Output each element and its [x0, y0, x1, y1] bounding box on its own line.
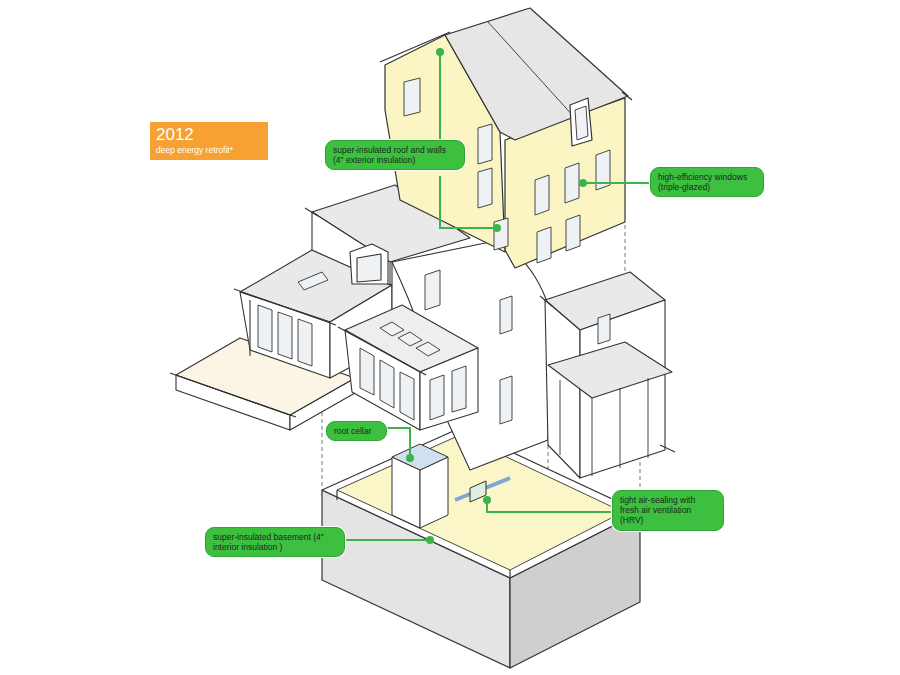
tower-part	[570, 98, 592, 146]
left-wing-part	[234, 289, 336, 325]
upper-wing-part	[350, 244, 388, 284]
porch-part-part	[648, 378, 649, 458]
sunroom-part-part	[400, 372, 414, 420]
node-text: super-insulated roof and walls (4" exter…	[333, 145, 457, 165]
sunroom-part-part	[398, 332, 422, 346]
node-subtext: deep energy retrofit*	[156, 145, 261, 156]
tower-part-part	[478, 124, 492, 164]
tower-part-part	[575, 106, 588, 140]
node-text: super-insulated basement (4" interior in…	[213, 532, 337, 552]
tower-part-part	[478, 168, 492, 208]
leader-lines-part	[583, 182, 650, 184]
left-wing-part	[249, 300, 250, 356]
tower-part	[622, 92, 632, 100]
porch-part-part	[620, 388, 621, 468]
tower-part-part	[535, 175, 549, 215]
node-text: tight air-sealing with fresh air ventila…	[620, 495, 716, 526]
leader-lines-part	[345, 539, 430, 541]
leader-dots	[406, 48, 587, 544]
left-wing-part-part	[278, 312, 292, 359]
sunroom-part-part	[452, 366, 466, 412]
upper-wing-part	[305, 208, 318, 216]
leader-dots-part	[436, 48, 444, 56]
leader-lines-part	[440, 176, 497, 228]
tower-part	[404, 78, 610, 263]
left-wing-part-part	[298, 272, 328, 290]
leader-dots-part	[493, 224, 501, 232]
tower-part-part	[565, 163, 579, 203]
basement-part	[509, 570, 510, 578]
porch-part	[598, 314, 610, 344]
patio-slab-part	[170, 373, 296, 417]
porch-part	[660, 445, 675, 452]
main-house-part-part	[500, 376, 512, 424]
main-house-part-part	[500, 296, 512, 334]
upper-wing-part	[312, 212, 390, 285]
tower-part-part	[494, 218, 508, 250]
callout-box: root cellar	[326, 421, 387, 441]
porch	[540, 272, 675, 478]
leader-lines-part	[487, 500, 612, 512]
sunroom	[338, 305, 478, 430]
sunroom-part	[360, 322, 466, 420]
sunroom-part	[420, 348, 478, 430]
sunroom-part-part	[380, 322, 404, 336]
callout-box: high-efficiency windows (triple-glazed)	[650, 167, 764, 197]
sunroom-part-part	[416, 342, 440, 356]
tower-part-part	[566, 215, 580, 251]
leader-dots-part	[483, 496, 491, 504]
sunroom-part-part	[430, 375, 444, 420]
leader-dots-part	[406, 454, 414, 462]
tower-part	[488, 22, 575, 118]
tower-part-part	[404, 78, 420, 116]
main-house-part-part	[425, 270, 440, 310]
porch-part	[540, 296, 552, 306]
tower-part	[445, 8, 628, 140]
year-box: 2012deep energy retrofit*	[150, 122, 268, 160]
leader-lines-part	[387, 428, 410, 458]
porch-part	[545, 300, 580, 478]
leader-lines	[345, 52, 650, 540]
leader-lines-part	[439, 52, 441, 140]
guide-lines-part	[322, 405, 323, 488]
tower-part-part	[537, 227, 551, 263]
basement-part	[336, 490, 337, 500]
porch-part-part	[592, 398, 593, 476]
sunroom-part-part	[380, 360, 394, 408]
hrv-unit	[455, 478, 510, 502]
porch-part	[560, 378, 648, 476]
sunroom-part-part	[360, 348, 374, 395]
callout-box: super-insulated roof and walls (4" exter…	[325, 140, 465, 170]
leader-dots-part	[579, 179, 587, 187]
node-text: high-efficiency windows (triple-glazed)	[658, 172, 756, 192]
node-text: root cellar	[334, 426, 379, 436]
porch-part-part	[560, 380, 561, 455]
tower	[380, 8, 632, 268]
root-cellar-part	[392, 444, 448, 470]
upper-wing-part	[357, 254, 381, 282]
root-cellar	[392, 444, 448, 528]
leader-dots-part	[426, 536, 434, 544]
sunroom-part	[338, 327, 426, 375]
callout-box: tight air-sealing with fresh air ventila…	[612, 490, 724, 531]
callout-box: super-insulated basement (4" interior in…	[205, 527, 345, 557]
node-text: 2012	[156, 125, 261, 145]
porch-part	[548, 342, 672, 398]
left-wing-part-part	[298, 319, 312, 366]
left-wing-part-part	[258, 305, 272, 352]
left-wing-part	[240, 292, 330, 378]
